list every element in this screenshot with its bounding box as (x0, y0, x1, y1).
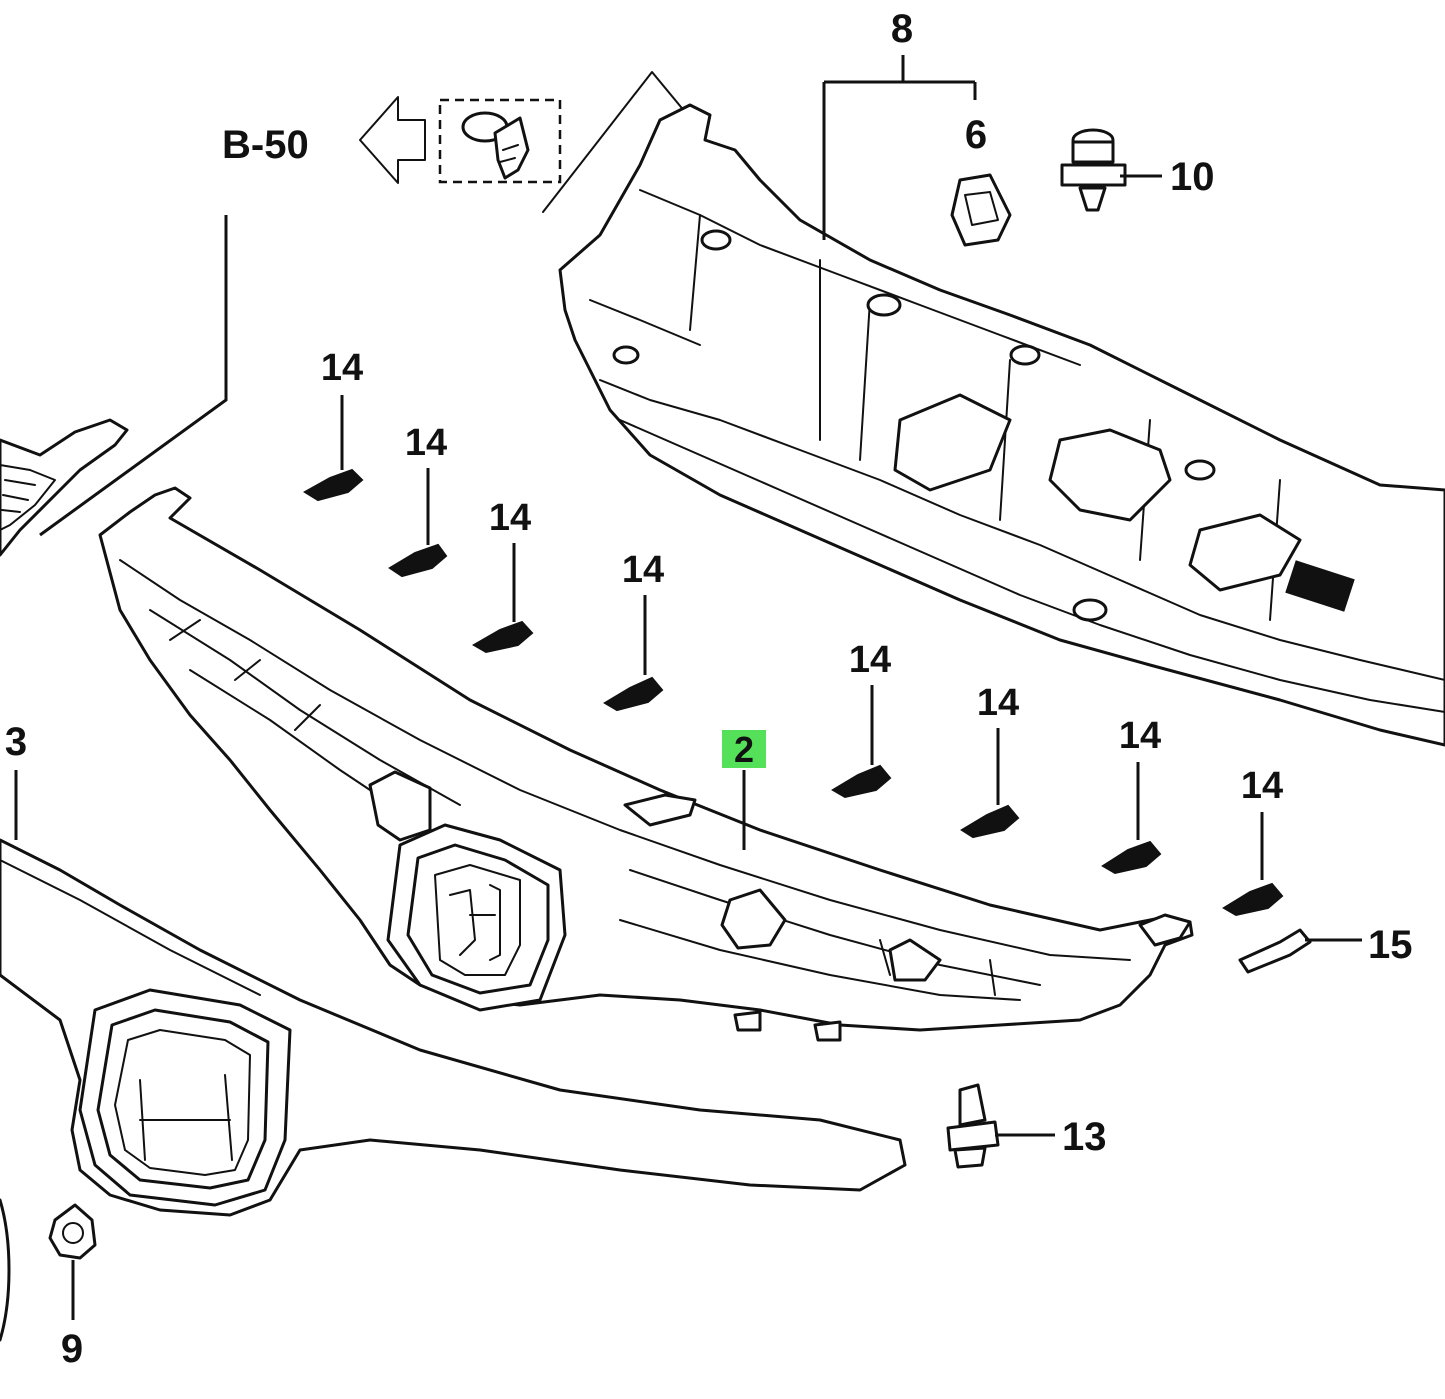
left-fragment (0, 418, 129, 557)
grille-moulding (0, 838, 907, 1217)
front-grille (98, 486, 1194, 1042)
callout-label: 10 (1170, 155, 1215, 199)
callout-label: 14 (405, 422, 447, 464)
reference-arrow-icon (359, 96, 426, 184)
callout-14[interactable]: 14 (1222, 765, 1284, 917)
highlight-box (722, 730, 766, 768)
callout-14[interactable]: 14 (603, 549, 664, 712)
callout-label: 14 (321, 347, 363, 389)
callout-label: 14 (489, 497, 531, 539)
callout-14[interactable]: 14 (960, 682, 1020, 839)
clip-box (438, 98, 562, 184)
callout-label: 2 (734, 729, 754, 770)
fastener-icon (603, 676, 664, 712)
fastener-icon (831, 764, 892, 799)
callout-14[interactable]: 14 (388, 422, 448, 578)
upper-cover-panel (558, 103, 1445, 747)
callout-label: 14 (849, 639, 891, 681)
callout-14[interactable]: 14 (303, 347, 364, 502)
grommet-icon (950, 173, 1012, 247)
emblem-icon (386, 823, 567, 1012)
callout-label: 3 (5, 720, 27, 764)
callout-9[interactable]: 9 (48, 1203, 97, 1371)
callout-6[interactable]: 6 (950, 113, 1012, 247)
callout-label: 9 (61, 1327, 83, 1371)
callout-15[interactable]: 15 (1238, 923, 1413, 974)
callout-13[interactable]: 13 (946, 1083, 1107, 1169)
clip-fastener-icon (461, 111, 530, 180)
callout-14[interactable]: 14 (472, 497, 534, 654)
fastener-icon (960, 804, 1020, 839)
reference-label: B-50 (222, 123, 309, 167)
callout-3[interactable]: 3 (5, 720, 27, 840)
callout-8[interactable]: 8 (822, 7, 977, 240)
fastener-icon (1222, 882, 1284, 917)
callout-label: 14 (1241, 765, 1283, 807)
push-clip-icon (1060, 128, 1127, 212)
callout-label: 14 (977, 682, 1019, 724)
callout-14[interactable]: 14 (831, 639, 892, 799)
callout-label: 6 (965, 113, 987, 157)
fastener-icon (303, 468, 364, 502)
callout-label: 8 (891, 7, 913, 51)
callout-10[interactable]: 10 (1060, 128, 1215, 212)
callout-14[interactable]: 14 (1101, 715, 1162, 875)
callout-2[interactable]: 2 (722, 729, 766, 850)
fastener-icon (1101, 840, 1162, 875)
callout-label: 13 (1062, 1115, 1107, 1159)
fastener-icon (388, 543, 448, 578)
callout-label: 14 (1119, 715, 1161, 757)
b50-leader (39, 215, 228, 537)
callout-label: 14 (622, 549, 664, 591)
clip-icon (946, 1083, 1000, 1169)
left-edge-curve (0, 1198, 11, 1342)
callout-label: 15 (1368, 923, 1413, 967)
screw-icon (1238, 928, 1312, 974)
fastener-icon (472, 620, 534, 654)
nut-icon (48, 1203, 97, 1260)
leader-line (822, 55, 977, 240)
